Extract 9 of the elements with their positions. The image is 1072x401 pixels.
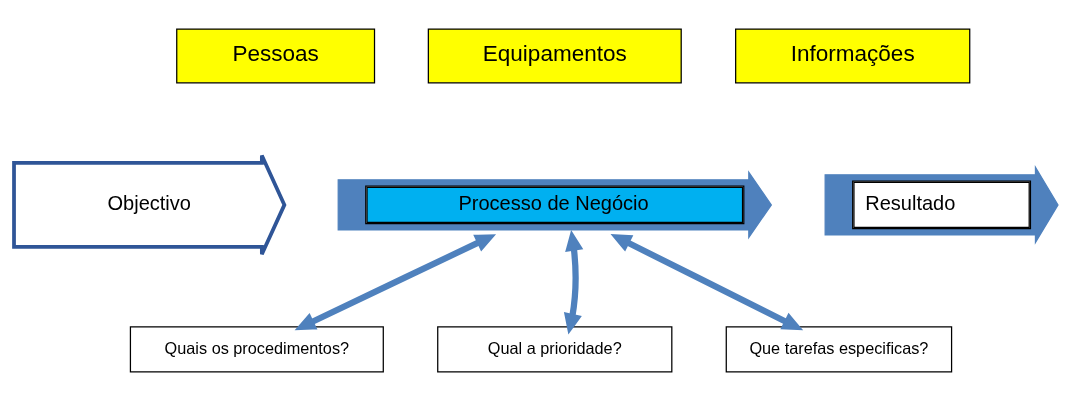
node-box: Quais os procedimentos? [129,326,384,373]
arrow [610,234,804,331]
arrow [563,229,584,335]
node-box: Que tarefas especificas? [725,326,953,373]
arrow [294,234,497,331]
node-box: Informações [735,28,971,84]
node-box: Qual a prioridade? [437,326,673,373]
node-box: Pessoas [176,28,376,84]
node-box: Equipamentos [427,28,682,84]
